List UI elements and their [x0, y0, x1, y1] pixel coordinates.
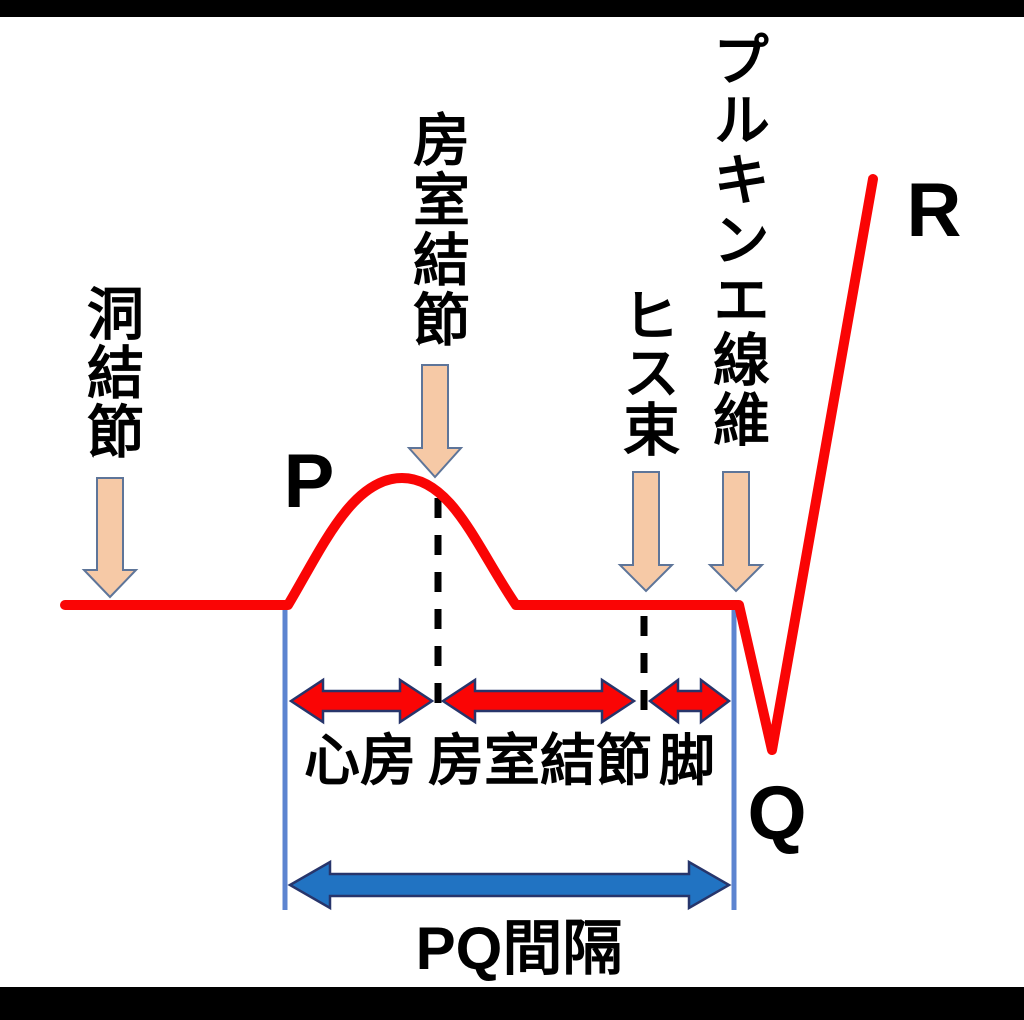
purkinje-fibers-label: プルキンエ線維 — [704, 30, 769, 450]
atrium-segment-label: 心房 — [304, 729, 416, 792]
sinus-node-arrow-icon — [81, 477, 139, 599]
r-wave-letter: R — [906, 168, 962, 253]
sinus-node-label: 洞結節 — [78, 284, 143, 461]
atrium-interval-arrow — [288, 677, 435, 725]
av-node-interval-arrow — [440, 677, 637, 725]
ecg-waveform — [60, 174, 878, 755]
his-bundle-arrow-icon — [617, 471, 675, 593]
bundle-branch-interval-arrow — [647, 677, 732, 725]
pq-interval-arrow — [287, 859, 732, 911]
p-wave-letter: P — [283, 439, 335, 524]
bottom-letterbox-bar — [0, 987, 1024, 1020]
q-wave-letter: Q — [747, 771, 807, 856]
his-bundle-label: ヒス束 — [614, 286, 679, 457]
purkinje-arrow-icon — [707, 471, 765, 593]
av-node-arrow-icon — [406, 364, 464, 479]
av-node-segment-label: 房室結節 — [428, 729, 652, 792]
pq-interval-label: PQ間隔 — [415, 915, 623, 982]
av-node-label: 房室結節 — [404, 110, 469, 350]
top-letterbox-bar — [0, 0, 1024, 17]
bundle-branch-segment-label: 脚 — [659, 729, 715, 792]
